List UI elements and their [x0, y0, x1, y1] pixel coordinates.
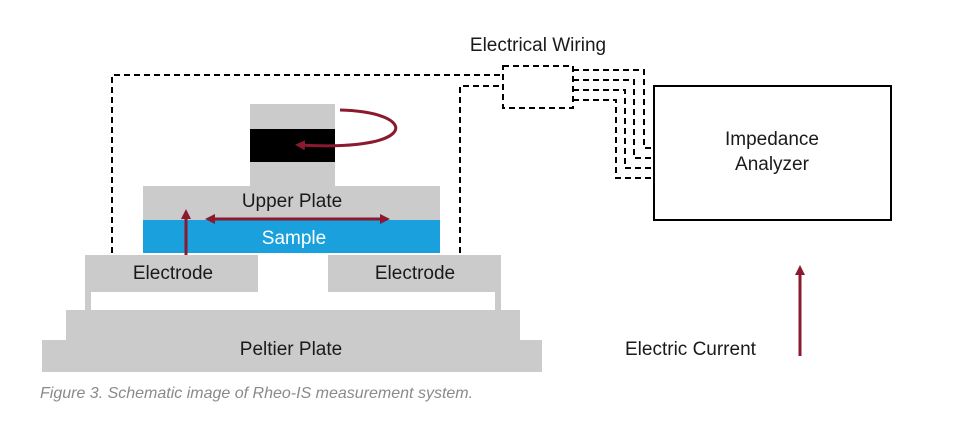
wire-3 — [573, 89, 654, 169]
electrode-right-body — [328, 255, 501, 292]
impedance-analyzer-box — [653, 85, 892, 221]
rotation-arrow — [295, 108, 398, 151]
figure-caption: Figure 3. Schematic image of Rheo-IS mea… — [40, 385, 474, 402]
wire-2 — [573, 79, 654, 159]
peltier-plate: Peltier Plate — [42, 310, 542, 372]
electrode-left: Electrode — [85, 255, 258, 292]
shaft-lower — [250, 162, 335, 186]
electrical-wiring-label: Electrical Wiring — [470, 35, 606, 56]
wire-inner — [459, 85, 503, 253]
peltier-plate-label: Peltier Plate — [240, 339, 342, 360]
electrode-left-body — [85, 255, 258, 292]
impedance-analyzer-label-line2: Analyzer — [735, 154, 810, 175]
peltier-plate-base — [42, 340, 542, 372]
sample-layer: Sample — [143, 220, 440, 253]
wire-1 — [573, 69, 654, 149]
electric-current-label: Electric Current — [625, 339, 757, 360]
support-left — [85, 292, 91, 310]
peltier-plate-top — [66, 310, 520, 345]
electrical-wiring — [111, 65, 654, 253]
wire-4 — [573, 99, 654, 179]
electrode-right-label: Electrode — [375, 263, 455, 284]
electrode-right: Electrode — [328, 255, 501, 292]
wiring-junction-box — [502, 65, 574, 109]
upper-plate-label: Upper Plate — [242, 191, 342, 212]
impedance-analyzer-label-line1: Impedance — [725, 129, 819, 150]
support-right — [495, 292, 501, 310]
sample-body — [143, 220, 440, 253]
electrode-left-label: Electrode — [133, 263, 213, 284]
shaft-upper — [250, 104, 335, 129]
upper-plate: Upper Plate — [143, 186, 440, 220]
rheometer-shaft — [250, 104, 335, 186]
sample-label: Sample — [262, 228, 326, 249]
impedance-analyzer: Impedance Analyzer — [653, 85, 892, 221]
